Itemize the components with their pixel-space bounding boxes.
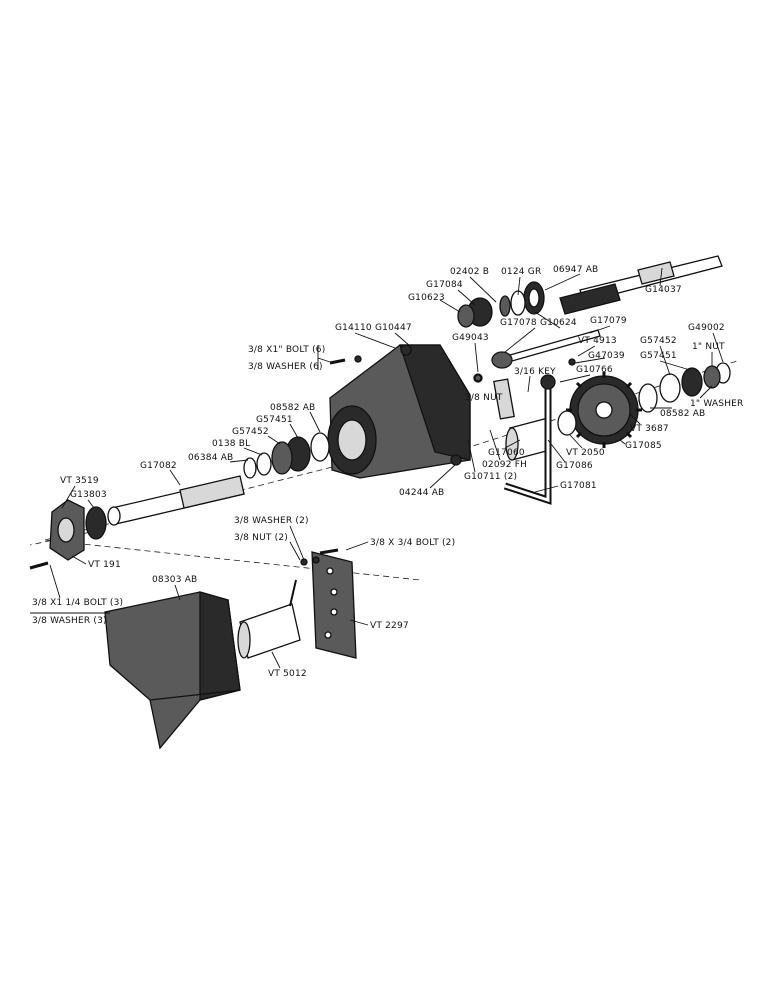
label-g17082: G17082 — [140, 461, 177, 471]
label-1-nut: 1" NUT — [692, 342, 725, 352]
label-g17086: G17086 — [556, 461, 593, 471]
label-nut-2: 3/8 NUT (2) — [234, 533, 288, 543]
label-bolt-3: 3/8 X1 1/4 BOLT (3) — [32, 598, 123, 608]
crank-handle — [503, 374, 556, 505]
part-labels: 06947 AB 02402 B 0124 GR G14037 G17084 G… — [32, 265, 744, 679]
label-06384ab: 06384 AB — [188, 453, 233, 463]
input-shaft — [107, 475, 245, 526]
label-g10624: G10624 — [540, 318, 577, 328]
label-key: 3/16 KEY — [514, 367, 556, 377]
label-washer-6: 3/8 WASHER (6) — [248, 362, 323, 372]
end-cap — [29, 499, 107, 570]
label-g57452-left: G57452 — [232, 427, 269, 437]
label-g14110: G14110 — [335, 323, 372, 333]
label-g17079: G17079 — [590, 316, 627, 326]
label-bolt-2: 3/8 X 3/4 BOLT (2) — [370, 538, 455, 548]
label-washer-2: 3/8 WASHER (2) — [234, 516, 309, 526]
label-1-washer: 1" WASHER — [690, 399, 744, 409]
label-0124gr: 0124 GR — [501, 267, 541, 277]
label-g10766: G10766 — [576, 365, 613, 375]
label-vt191: VT 191 — [88, 560, 121, 570]
label-0138bl: 0138 BL — [212, 439, 250, 449]
label-g10623: G10623 — [408, 293, 445, 303]
label-g17085: G17085 — [625, 441, 662, 451]
label-08582ab-left: 08582 AB — [270, 403, 315, 413]
label-g57451-right: G57451 — [640, 351, 677, 361]
label-g17084: G17084 — [426, 280, 463, 290]
mounting-plate — [311, 551, 357, 659]
label-vt5012: VT 5012 — [268, 669, 307, 679]
label-g14037: G14037 — [645, 285, 682, 295]
label-g17060: G17060 — [488, 448, 525, 458]
label-vt4913: VT 4913 — [578, 336, 617, 346]
label-vt3519: VT 3519 — [60, 476, 99, 486]
label-bolt-6: 3/8 X1" BOLT (6) — [248, 345, 325, 355]
label-g17078: G17078 — [500, 318, 537, 328]
label-02092fh: 02092 FH — [482, 460, 527, 470]
output-shaft — [559, 255, 723, 315]
shield — [104, 591, 241, 750]
label-08303ab: 08303 AB — [152, 575, 197, 585]
label-g57451-left: G57451 — [256, 415, 293, 425]
label-02402b: 02402 B — [450, 267, 489, 277]
gearbox-housing — [327, 344, 471, 479]
shift-rod — [473, 329, 601, 420]
label-g10447: G10447 — [375, 323, 412, 333]
label-08582ab-right: 08582 AB — [660, 409, 705, 419]
tube — [237, 579, 301, 659]
label-g49002: G49002 — [688, 323, 725, 333]
small-hardware — [300, 355, 482, 566]
label-vt3687: VT 3687 — [630, 424, 669, 434]
label-washer-3: 3/8 WASHER (3) — [32, 616, 107, 626]
label-g47039: G47039 — [588, 351, 625, 361]
label-06947ab: 06947 AB — [553, 265, 598, 275]
label-g57452-right: G57452 — [640, 336, 677, 346]
label-g13803: G13803 — [70, 490, 107, 500]
label-3-8-nut: 3/8 NUT — [465, 393, 503, 403]
leader-lines — [30, 267, 724, 669]
label-g10711: G10711 (2) — [464, 472, 517, 482]
upper-bearing-stack — [457, 281, 545, 328]
label-g49043: G49043 — [452, 333, 489, 343]
label-vt2050: VT 2050 — [566, 448, 605, 458]
large-gear — [566, 372, 642, 448]
sleeve-and-ring — [505, 410, 577, 461]
label-vt2297: VT 2297 — [370, 621, 409, 631]
label-g17081: G17081 — [560, 481, 597, 491]
label-04244ab: 04244 AB — [399, 488, 444, 498]
left-bearing-stack — [243, 432, 330, 479]
